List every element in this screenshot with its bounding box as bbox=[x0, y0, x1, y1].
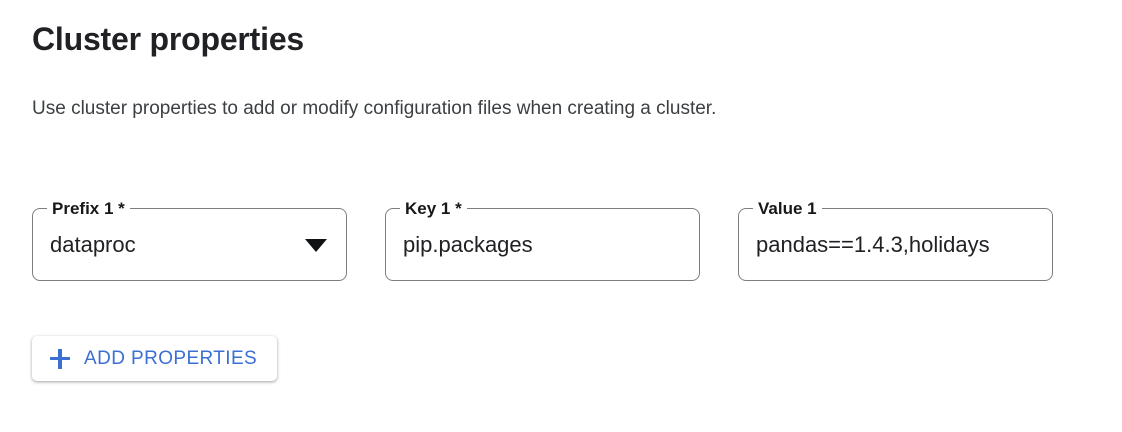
add-properties-label: ADD PROPERTIES bbox=[84, 347, 258, 369]
chevron-down-icon[interactable] bbox=[305, 238, 327, 252]
field-label-prefix-1: Prefix 1 * bbox=[52, 199, 125, 218]
input-value-value-1: pandas==1.4.3,holidays bbox=[756, 232, 990, 257]
field-key-1[interactable]: Key 1 * pip.packages bbox=[385, 200, 700, 281]
input-value-1[interactable]: pandas==1.4.3,holidays bbox=[738, 222, 1053, 268]
input-value-key-1: pip.packages bbox=[403, 232, 533, 257]
field-prefix-1[interactable]: Prefix 1 * dataproc bbox=[32, 200, 347, 281]
page-description: Use cluster properties to add or modify … bbox=[32, 98, 717, 119]
input-key-1[interactable]: pip.packages bbox=[385, 222, 700, 268]
page-title: Cluster properties bbox=[32, 21, 305, 57]
field-label-value-1: Value 1 bbox=[758, 199, 817, 218]
select-value-prefix-1: dataproc bbox=[50, 232, 136, 257]
field-label-key-1: Key 1 * bbox=[405, 199, 462, 218]
properties-row: Prefix 1 * dataproc Key 1 * pip.packages… bbox=[32, 200, 1053, 281]
add-properties-button[interactable]: ADD PROPERTIES bbox=[32, 336, 278, 381]
select-prefix-1[interactable]: dataproc bbox=[32, 222, 347, 268]
field-value-1[interactable]: Value 1 pandas==1.4.3,holidays bbox=[738, 200, 1053, 281]
plus-icon bbox=[50, 348, 70, 369]
